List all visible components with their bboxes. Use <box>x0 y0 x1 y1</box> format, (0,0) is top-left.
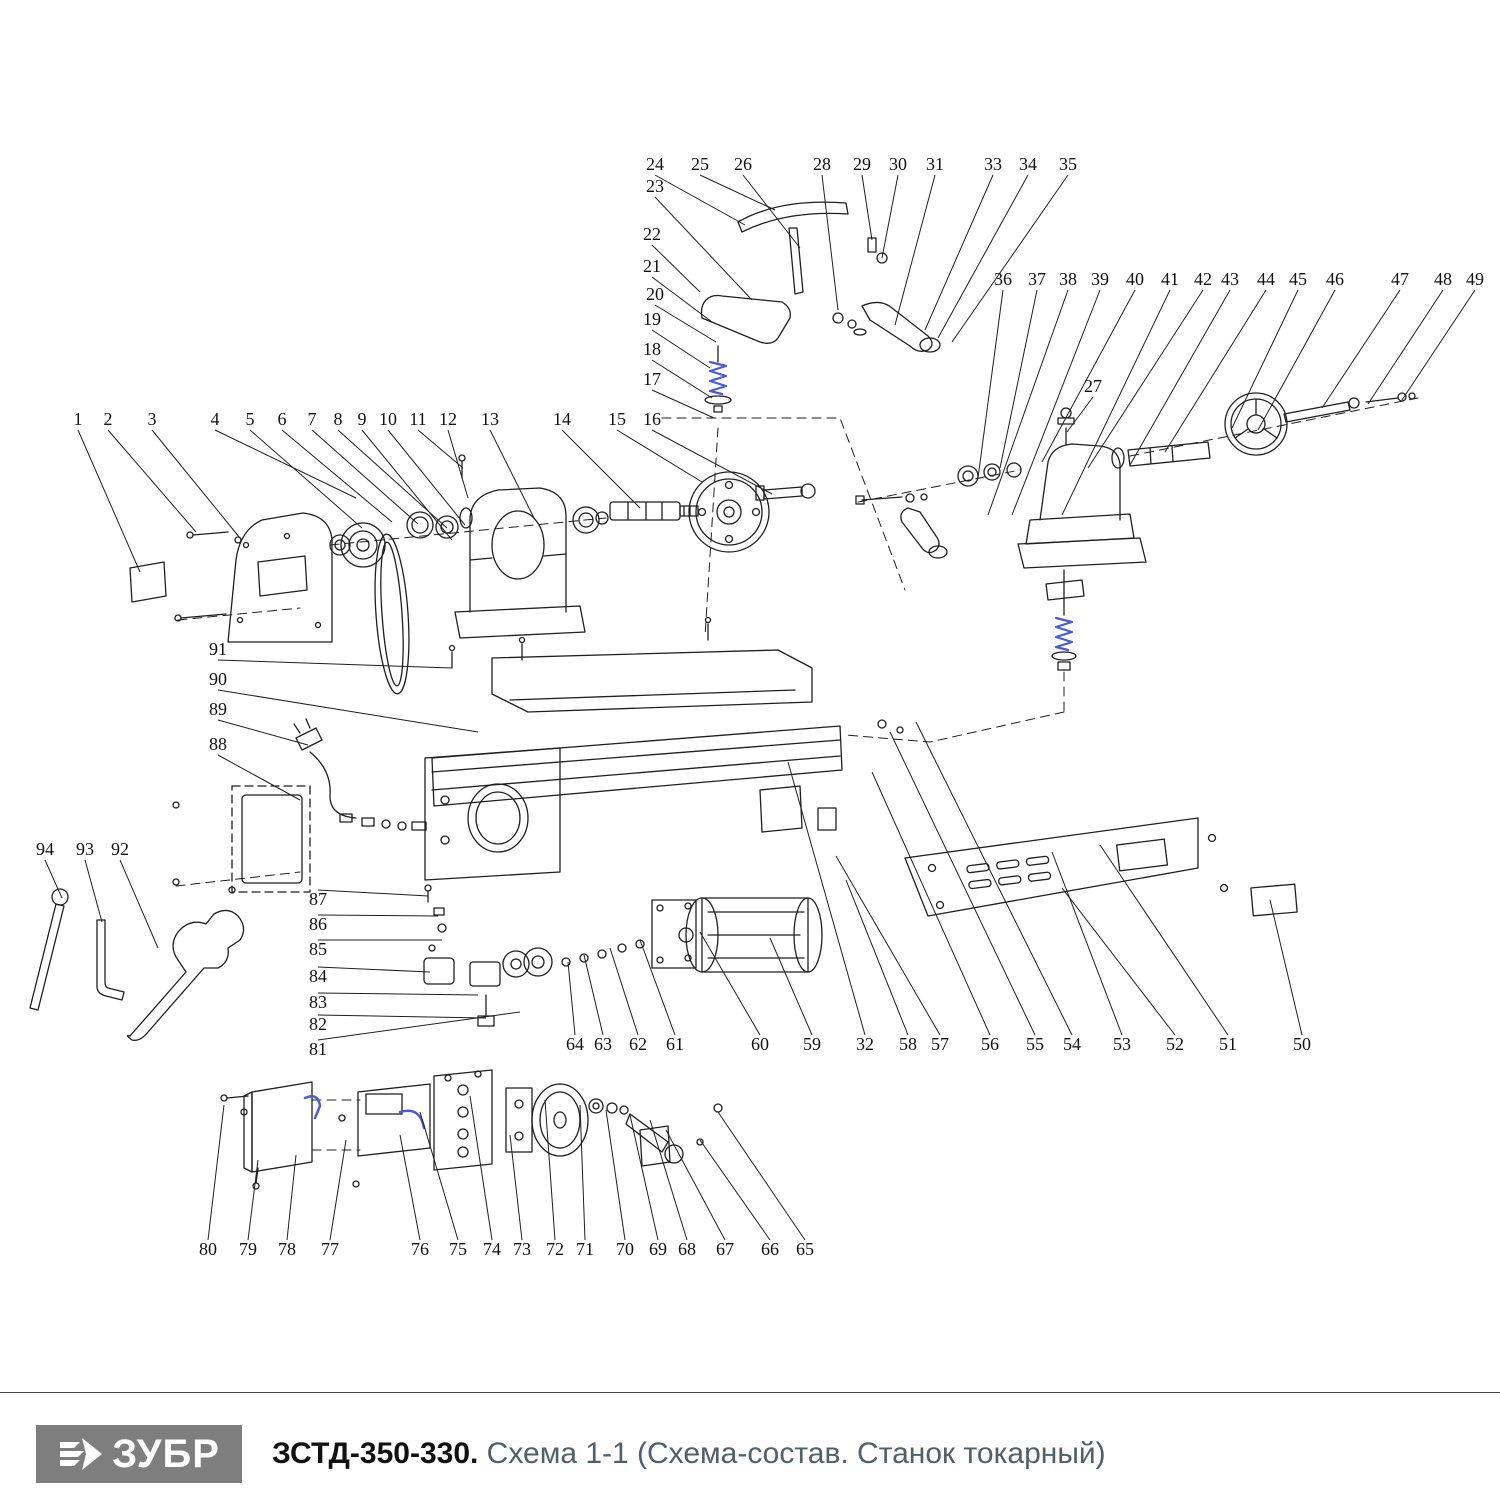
footer: ЗУБР ЗСТД-350-330. Схема 1-1 (Схема-сост… <box>0 1414 1500 1494</box>
toolrest-assembly <box>700 201 941 413</box>
toolrest-spring <box>708 360 728 396</box>
lathe-bed <box>424 616 904 881</box>
belt-cover <box>227 512 333 643</box>
stand-assembly <box>220 1069 723 1190</box>
tailstock-assembly <box>855 407 1211 671</box>
brand-name: ЗУБР <box>112 1431 220 1476</box>
spindle-shaft <box>572 501 699 534</box>
faceplate <box>688 471 770 553</box>
spindle-handle <box>755 483 816 501</box>
warning-plate <box>1250 883 1298 917</box>
motor-assembly <box>523 897 823 977</box>
bearing-rings <box>406 454 473 539</box>
tailstock-spring <box>1054 616 1074 652</box>
nameplate-small <box>129 531 242 622</box>
tool-rod <box>29 888 69 1011</box>
control-panel <box>904 817 1229 917</box>
zubr-logo: ЗУБР <box>36 1425 242 1483</box>
tool-hex-key <box>96 919 125 1001</box>
diagram-subtitle: Схема 1-1 (Схема-состав. Станок токарный… <box>478 1437 1106 1470</box>
zubr-arrow-icon <box>60 1438 103 1470</box>
tailstock-handwheel <box>1224 392 1416 456</box>
tool-wrench <box>126 909 245 1041</box>
diagram-title: ЗСТД-350-330. Схема 1-1 (Схема-состав. С… <box>272 1437 1106 1471</box>
footer-divider <box>0 1392 1500 1393</box>
pulley-belt-group <box>329 522 410 695</box>
stand-wiring <box>303 1095 426 1130</box>
headstock-casting <box>454 487 586 639</box>
switch-cable-group <box>172 718 427 894</box>
mount-hardware <box>423 884 530 1027</box>
model-number: ЗСТД-350-330. <box>272 1437 479 1470</box>
